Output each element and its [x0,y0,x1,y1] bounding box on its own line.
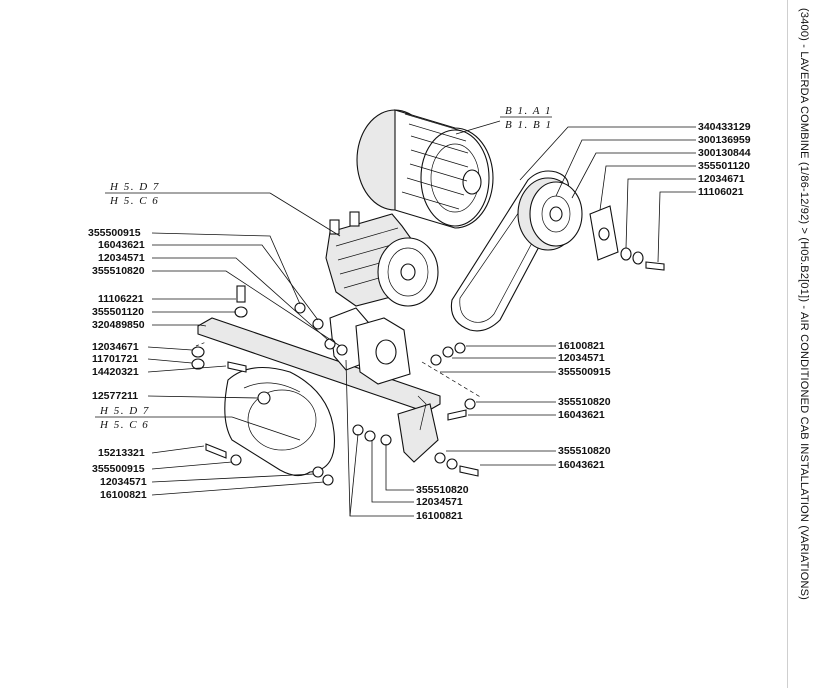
part-number: 11106221 [98,293,144,305]
part-number: 355510820 [416,484,469,496]
crank-pulley-drawing [356,109,494,229]
callouts-right-low: 355510820 16043621 [468,396,611,421]
callout-12577211: 12577211 [92,390,259,402]
ref-h5-upper: H 5. D 7 H 5. C 6 [105,181,341,237]
part-number: 15213321 [98,447,145,459]
callouts-left-low: 12034671 11701721 14420321 [92,341,227,378]
ref-b1-bottom: B 1. B 1 [505,119,552,131]
ref-b1-top: B 1. A 1 [505,105,552,117]
part-number: 14420321 [92,366,139,378]
ref-h5a-bottom: H 5. C 6 [109,195,159,207]
part-number: 355510820 [558,396,611,408]
part-number: 16100821 [558,340,605,352]
part-number: 11701721 [92,353,138,365]
part-number: 320489850 [92,319,145,331]
part-number: 12034571 [416,496,463,508]
callouts-left-mid: 11106221 355501120 320489850 [92,293,236,331]
part-number: 12034571 [98,252,145,264]
part-number: 355501120 [92,306,144,318]
callouts-left-bottom: 15213321 355500915 12034571 16100821 [92,445,325,501]
part-number: 12577211 [92,390,138,402]
right-border-line [787,0,788,688]
part-number: 12034671 [698,173,745,185]
part-number: 16043621 [98,239,145,251]
callouts-bottom-center: 355510820 12034571 16100821 [345,359,469,522]
part-number: 355500915 [88,227,141,239]
part-number: 355510820 [92,265,145,277]
ref-h5a-top: H 5. D 7 [109,181,160,193]
part-number: 340433129 [698,121,751,133]
part-number: 355500915 [92,463,145,475]
hardware-drawing [191,285,479,486]
exploded-view-diagram: B 1. A 1 B 1. B 1 H 5. D 7 H 5. C 6 H 5.… [88,105,751,522]
callouts-right-top: 340433129 300136959 300130844 355501120 … [519,121,751,263]
alignment-lines [195,341,483,399]
mounting-bracket-drawing [197,307,441,463]
part-number: 355500915 [558,366,611,378]
part-number: 12034571 [558,352,605,364]
part-number: 12034671 [92,341,139,353]
ref-b1: B 1. A 1 B 1. B 1 [455,105,552,135]
part-number: 300130844 [698,147,751,159]
part-number: 16100821 [100,489,147,501]
ref-h5-lower: H 5. D 7 H 5. C 6 [95,405,301,441]
ref-h5b-top: H 5. D 7 [99,405,150,417]
part-number: 16100821 [416,510,463,522]
page-title: (3400) - LAVERDA COMBINE (1/86-12/92) > … [798,8,810,601]
compressor-pulley-drawing [517,177,665,271]
part-number: 355510820 [558,445,611,457]
callouts-right-bottom: 355510820 16043621 [446,445,611,471]
part-number: 12034571 [100,476,147,488]
callouts-left-top: 355500915 16043621 12034571 355510820 [88,227,341,347]
part-number: 16043621 [558,459,605,471]
part-number: 11106021 [698,186,744,198]
ac-compressor-drawing [325,211,439,307]
callouts-right-mid: 16100821 12034571 355500915 [440,340,611,378]
part-number: 300136959 [698,134,751,146]
ref-h5b-bottom: H 5. C 6 [99,419,149,431]
part-number: 355501120 [698,160,750,172]
part-number: 16043621 [558,409,605,421]
back-plate-drawing [224,367,336,477]
